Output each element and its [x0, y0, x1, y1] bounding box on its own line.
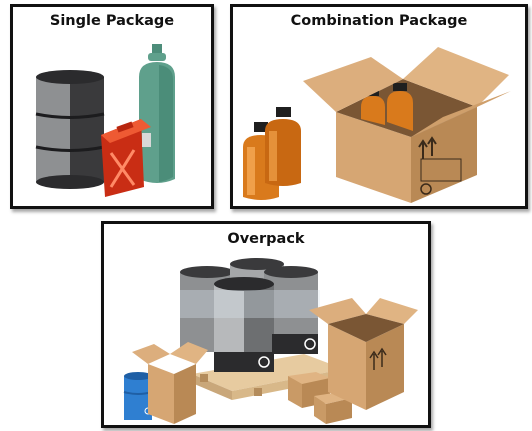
combination-package-panel: Combination Package: [230, 4, 528, 209]
single-package-illustration: [35, 44, 175, 197]
combination-package-title: Combination Package: [290, 13, 468, 29]
combination-package-illustration: [243, 47, 511, 203]
cardboard-box-icon: [132, 342, 208, 424]
gas-cylinder-icon: [139, 44, 175, 183]
cardboard-box-icon: [303, 47, 511, 203]
bottle-icon: [243, 107, 301, 200]
overpack-panel: Overpack: [101, 221, 431, 428]
single-package-panel: Single Package: [10, 4, 214, 209]
cardboard-box-icon: [309, 298, 418, 410]
drum-icon: [35, 70, 105, 189]
single-package-title: Single Package: [49, 13, 175, 29]
overpack-title: Overpack: [227, 231, 305, 247]
cardboard-box-icon: [288, 372, 352, 424]
drum-icon: [180, 258, 320, 372]
overpack-illustration: [123, 258, 418, 424]
drum-icon: [123, 372, 153, 420]
jerrycan-icon: [101, 119, 151, 197]
